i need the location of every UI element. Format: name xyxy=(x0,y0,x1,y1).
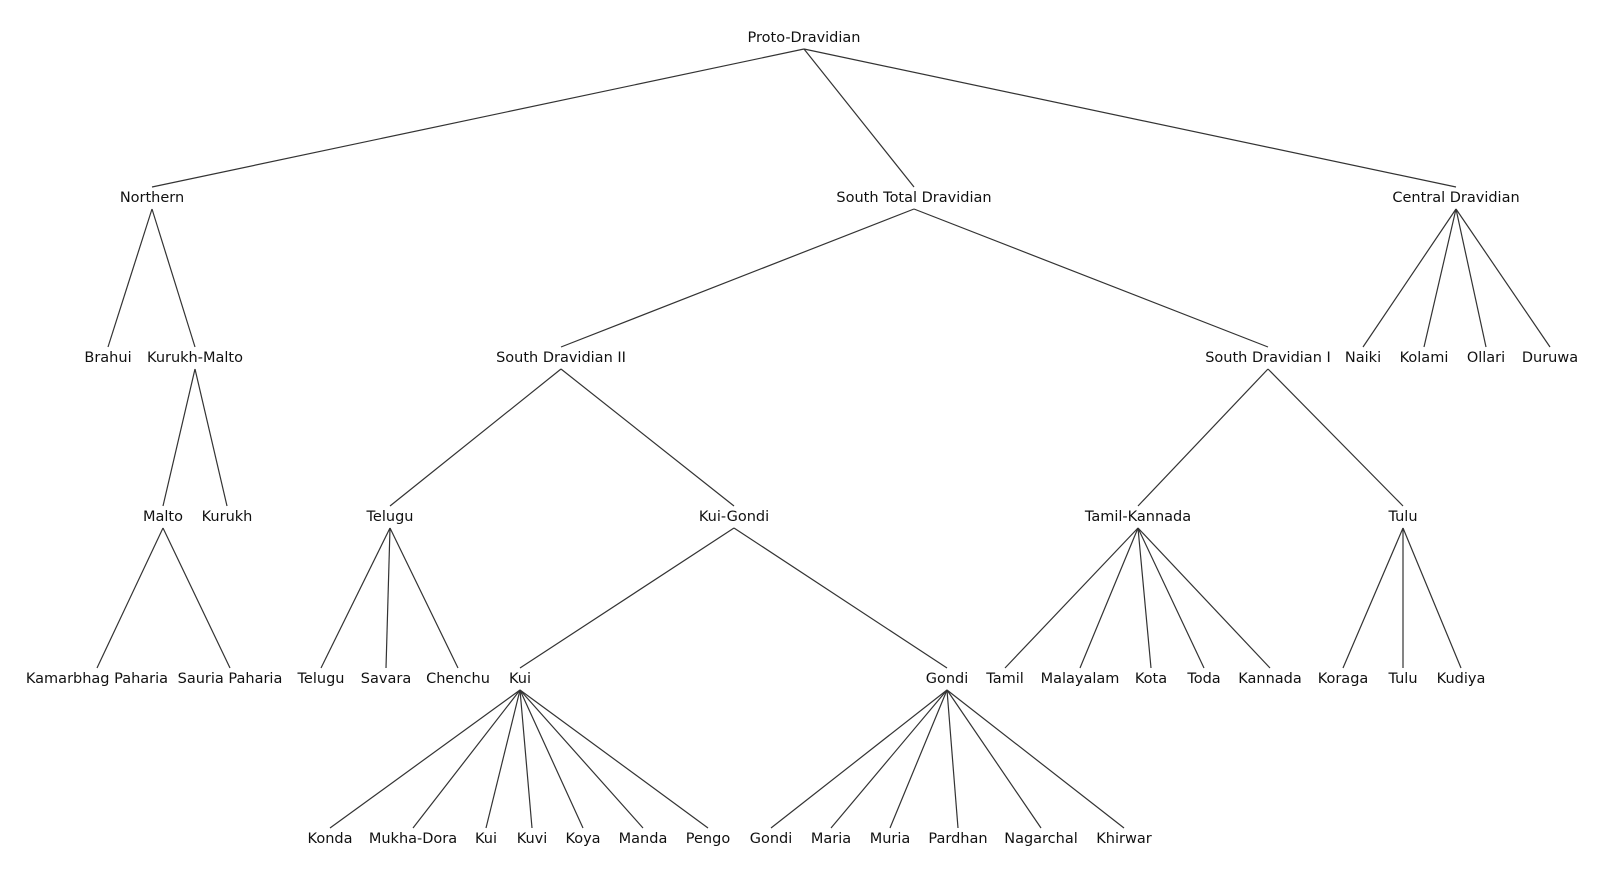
node-pardhan: Pardhan xyxy=(928,831,987,847)
node-central-dravidian: Central Dravidian xyxy=(1392,190,1519,206)
edge-south_i-to-tamil_kannada xyxy=(1137,368,1269,507)
edge-central-to-kolami xyxy=(1423,208,1457,348)
node-gondi: Gondi xyxy=(750,831,793,847)
node-kui-group: Kui xyxy=(509,671,531,687)
node-northern: Northern xyxy=(120,190,184,206)
edge-northern-to-brahui xyxy=(107,208,153,348)
node-tulu: Tulu xyxy=(1387,671,1417,687)
node-south-dravidian-i: South Dravidian I xyxy=(1205,350,1331,366)
node-maria: Maria xyxy=(811,831,851,847)
edge-south_ii-to-telugu_group xyxy=(389,368,562,507)
node-mukha-dora: Mukha-Dora xyxy=(369,831,457,847)
node-muria: Muria xyxy=(870,831,911,847)
node-manda: Manda xyxy=(619,831,668,847)
edge-tulu_group-to-koraga xyxy=(1342,527,1404,669)
node-kurukh: Kurukh xyxy=(202,509,253,525)
node-konda: Konda xyxy=(308,831,353,847)
edge-gondi_group-to-maria xyxy=(830,689,948,829)
node-kui-gondi: Kui-Gondi xyxy=(699,509,769,525)
edge-tamil_kannada-to-kota xyxy=(1137,527,1152,669)
edge-gondi_group-to-khirwar xyxy=(946,689,1125,829)
edge-tamil_kannada-to-toda xyxy=(1137,527,1205,669)
node-south-dravidian-ii: South Dravidian II xyxy=(496,350,626,366)
node-telugu-group: Telugu xyxy=(366,509,414,525)
edge-tamil_kannada-to-malayalam xyxy=(1079,527,1139,669)
edge-kui_gondi-to-kui_group xyxy=(519,527,735,669)
edge-kui_group-to-kui xyxy=(485,689,521,829)
node-kota: Kota xyxy=(1135,671,1167,687)
edge-proto_dravidian-to-central xyxy=(803,48,1457,188)
node-brahui: Brahui xyxy=(84,350,131,366)
node-gondi-group: Gondi xyxy=(926,671,969,687)
edge-telugu_group-to-savara xyxy=(385,527,391,669)
node-kannada: Kannada xyxy=(1238,671,1302,687)
node-koraga: Koraga xyxy=(1318,671,1369,687)
edge-gondi_group-to-pardhan xyxy=(946,689,959,829)
node-telugu: Telugu xyxy=(297,671,345,687)
node-proto-dravidian: Proto-Dravidian xyxy=(748,30,861,46)
edge-malto-to-kamarbhag xyxy=(96,527,164,669)
edge-tamil_kannada-to-kannada xyxy=(1137,527,1271,669)
edge-central-to-naiki xyxy=(1362,208,1457,348)
edge-kui_group-to-konda xyxy=(329,689,521,829)
node-kolami: Kolami xyxy=(1400,350,1449,366)
edge-south_ii-to-kui_gondi xyxy=(560,368,735,507)
node-duruwa: Duruwa xyxy=(1522,350,1578,366)
edge-south_total-to-south_i xyxy=(913,208,1269,348)
edge-central-to-ollari xyxy=(1455,208,1487,348)
node-malayalam: Malayalam xyxy=(1041,671,1120,687)
edge-proto_dravidian-to-south_total xyxy=(803,48,915,188)
node-naiki: Naiki xyxy=(1345,350,1381,366)
edge-kui_group-to-mukha_dora xyxy=(412,689,521,829)
edge-kui_group-to-manda xyxy=(519,689,644,829)
node-kamarbhag-paharia: Kamarbhag Paharia xyxy=(26,671,168,687)
edge-tulu_group-to-kudiya xyxy=(1402,527,1462,669)
node-sauria-paharia: Sauria Paharia xyxy=(178,671,283,687)
node-nagarchal: Nagarchal xyxy=(1004,831,1078,847)
node-kuvi: Kuvi xyxy=(517,831,548,847)
node-malto: Malto xyxy=(143,509,183,525)
node-kui: Kui xyxy=(475,831,497,847)
node-ollari: Ollari xyxy=(1467,350,1505,366)
edge-malto-to-sauria xyxy=(162,527,231,669)
node-tulu-group: Tulu xyxy=(1387,509,1417,525)
node-khirwar: Khirwar xyxy=(1096,831,1151,847)
edge-gondi_group-to-gondi xyxy=(770,689,948,829)
edge-kui_group-to-koya xyxy=(519,689,584,829)
node-savara: Savara xyxy=(361,671,411,687)
node-south-total-dravidian: South Total Dravidian xyxy=(836,190,991,206)
edge-kui_group-to-pengo xyxy=(519,689,709,829)
edge-telugu_group-to-telugu xyxy=(320,527,391,669)
node-kudiya: Kudiya xyxy=(1437,671,1486,687)
tree-labels: Proto-Dravidian Northern South Total Dra… xyxy=(26,30,1578,847)
edge-central-to-duruwa xyxy=(1455,208,1551,348)
tree-edges xyxy=(96,48,1551,829)
edge-telugu_group-to-chenchu xyxy=(389,527,459,669)
node-koya: Koya xyxy=(565,831,600,847)
edge-kui_group-to-kuvi xyxy=(519,689,533,829)
node-tamil-kannada: Tamil-Kannada xyxy=(1084,509,1191,525)
node-tamil: Tamil xyxy=(985,671,1024,687)
edge-tamil_kannada-to-tamil xyxy=(1004,527,1139,669)
edge-northern-to-kurukh_malto xyxy=(151,208,196,348)
edge-kurukh_malto-to-malto xyxy=(162,368,196,507)
edge-gondi_group-to-muria xyxy=(889,689,948,829)
edge-kui_gondi-to-gondi_group xyxy=(733,527,948,669)
edge-south_i-to-tulu_group xyxy=(1267,368,1404,507)
node-pengo: Pengo xyxy=(686,831,731,847)
node-toda: Toda xyxy=(1186,671,1220,687)
node-kurukh-malto: Kurukh-Malto xyxy=(147,350,243,366)
edge-south_total-to-south_ii xyxy=(560,208,915,348)
edge-gondi_group-to-nagarchal xyxy=(946,689,1042,829)
edge-proto_dravidian-to-northern xyxy=(151,48,805,188)
node-chenchu: Chenchu xyxy=(426,671,490,687)
edge-kurukh_malto-to-kurukh xyxy=(194,368,228,507)
